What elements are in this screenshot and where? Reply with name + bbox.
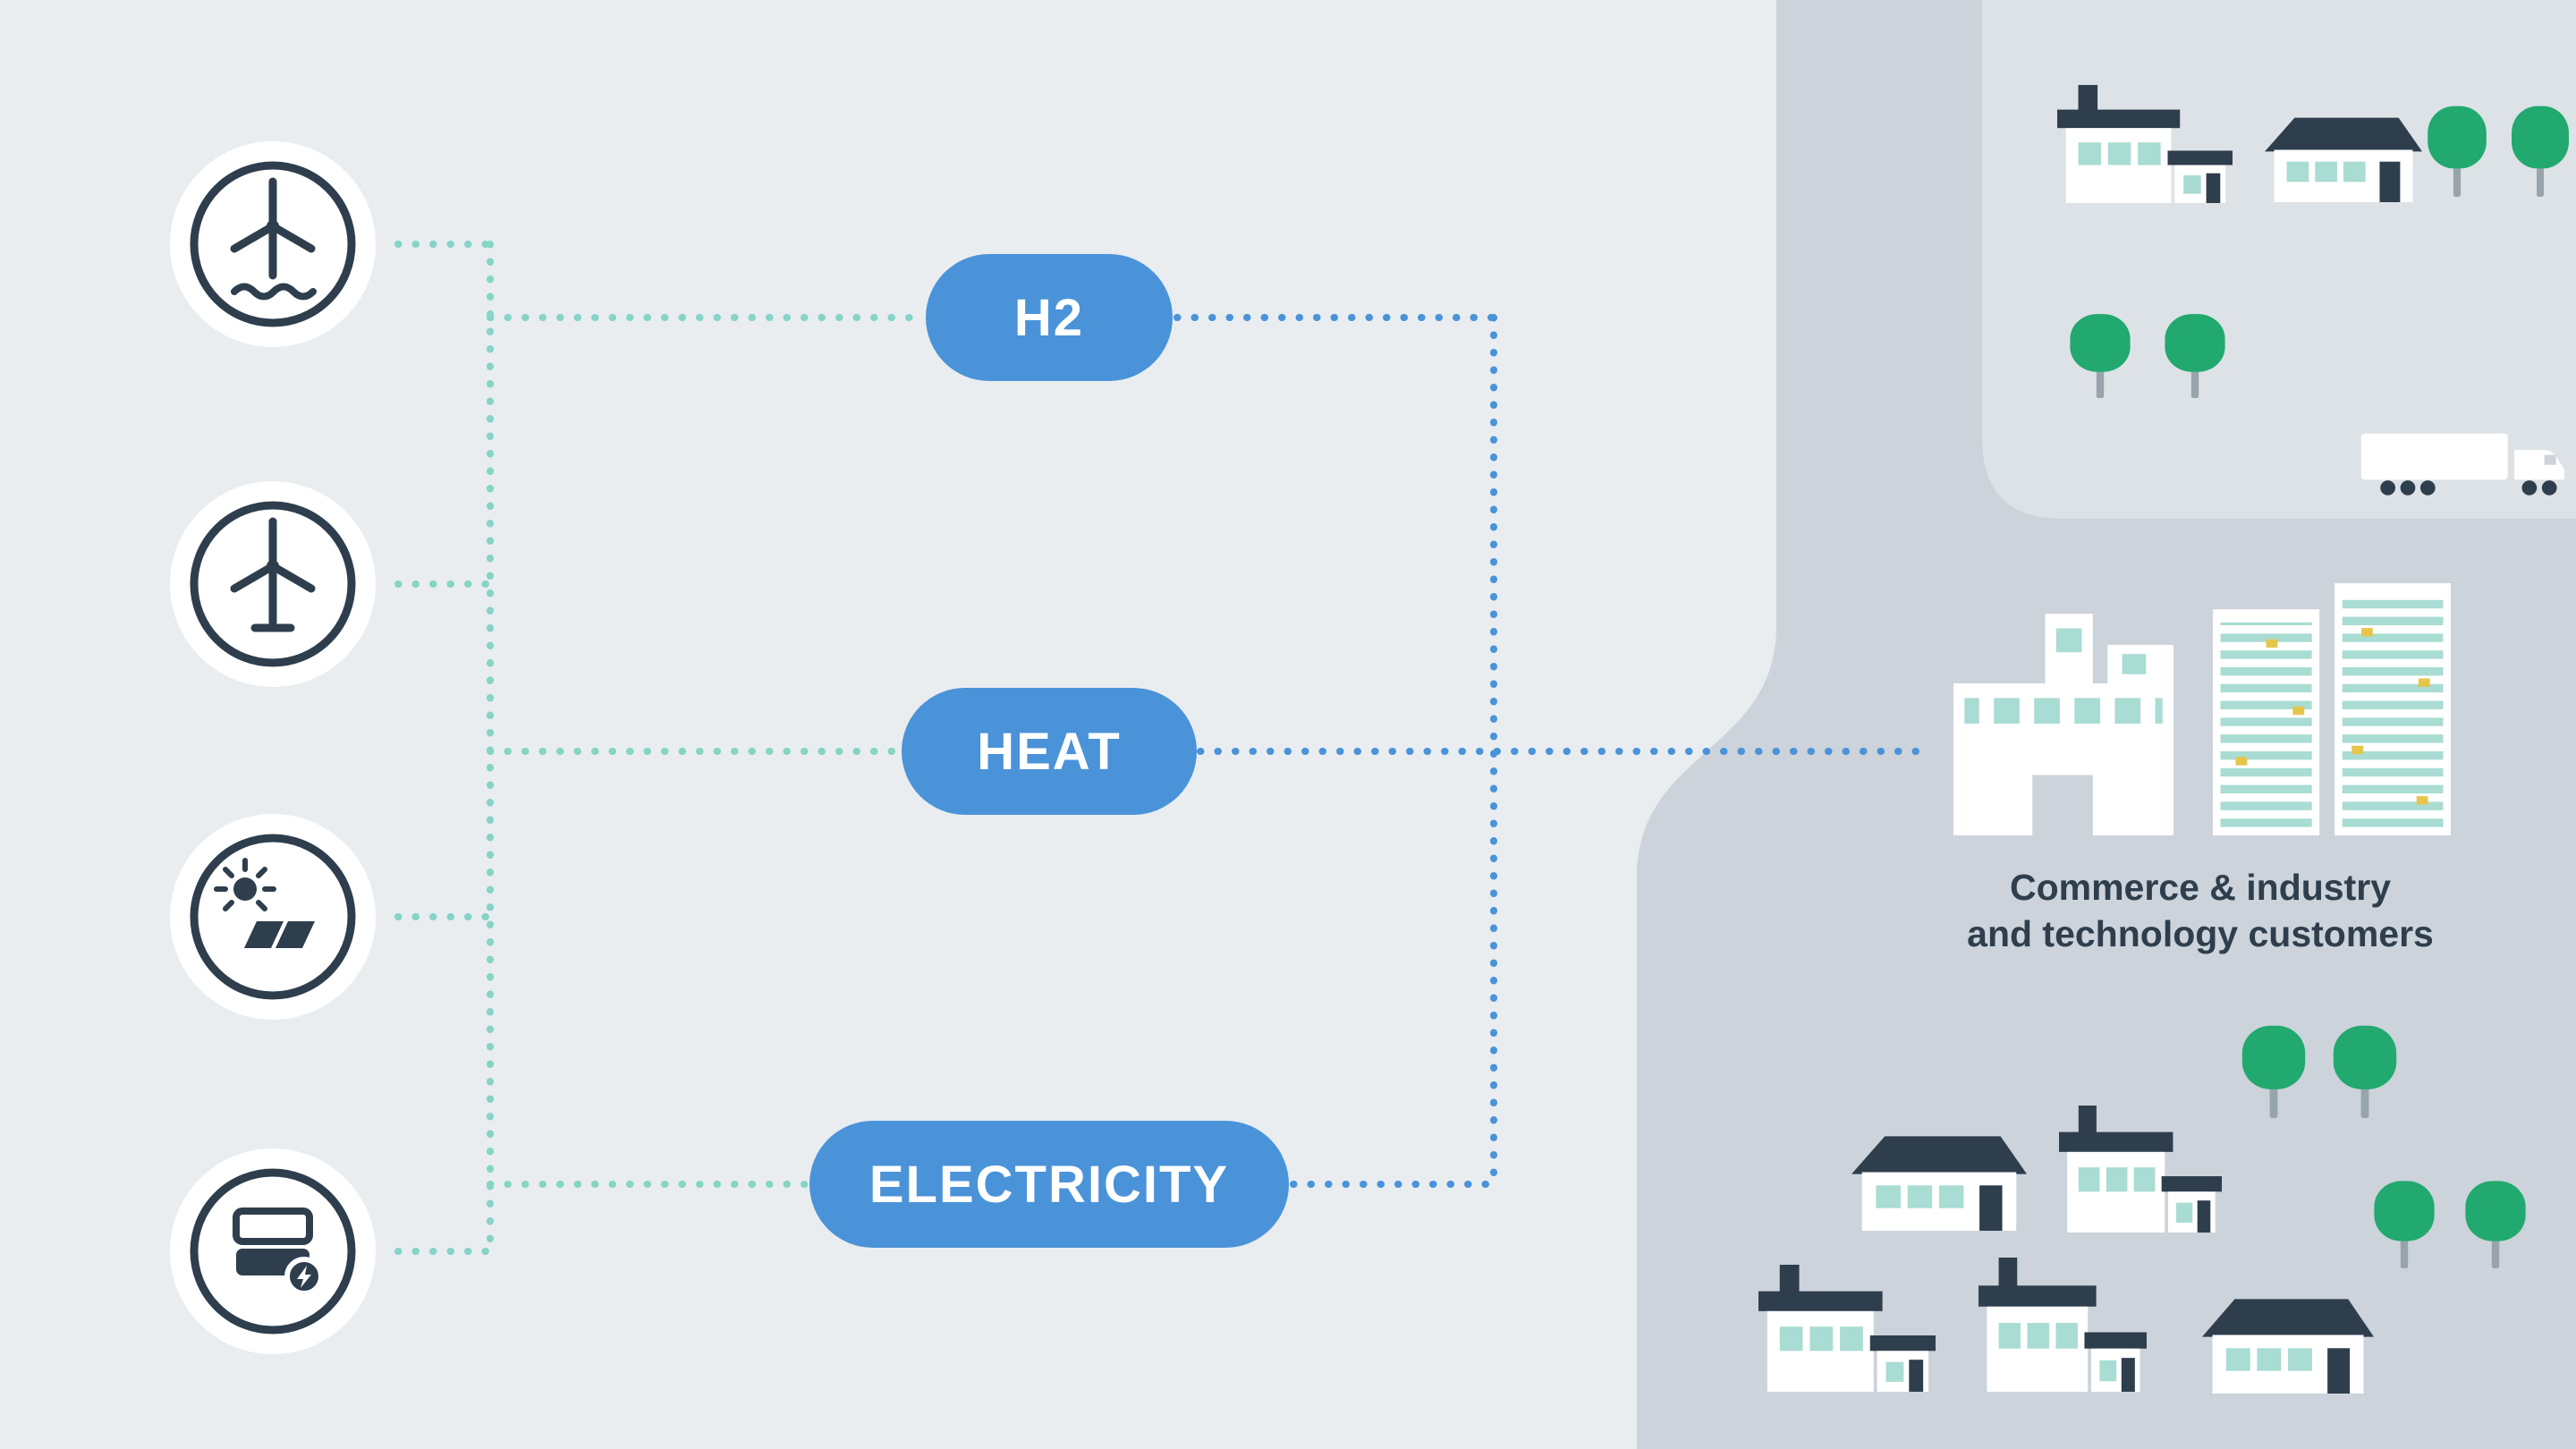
house-icon — [2059, 1106, 2222, 1233]
heat-pill-label: HEAT — [977, 722, 1122, 781]
house-icon — [1758, 1265, 1936, 1392]
solar-panels-icon — [170, 814, 376, 1020]
blue-dotted-connectors — [1174, 314, 1927, 1188]
electricity-pill: ELECTRICITY — [809, 1121, 1289, 1248]
commerce-caption-line1: Commerce & industry — [2009, 867, 2392, 908]
tree-icon — [2512, 106, 2569, 197]
onshore-wind-turbine-icon — [170, 481, 376, 687]
offshore-wind-turbine-icon — [170, 141, 376, 347]
battery-storage-icon — [170, 1148, 376, 1354]
office-towers-icon — [2213, 583, 2451, 835]
house-icon — [1979, 1258, 2147, 1392]
tree-icon — [2428, 106, 2487, 197]
h2-pill: H2 — [926, 254, 1173, 381]
house-icon — [2202, 1299, 2374, 1394]
factory-building-icon — [1953, 614, 2174, 835]
tree-icon — [2374, 1181, 2435, 1268]
tree-icon — [2241, 1025, 2306, 1118]
house-icon — [2265, 117, 2422, 202]
heat-pill: HEAT — [902, 688, 1197, 815]
house-icon — [2057, 85, 2233, 203]
house-icon — [1852, 1136, 2027, 1231]
tree-icon — [2465, 1181, 2526, 1268]
tree-icon — [2165, 314, 2225, 398]
truck-icon — [2360, 433, 2564, 496]
h2-pill-label: H2 — [1013, 288, 1085, 347]
tree-icon — [2070, 314, 2131, 398]
teal-dotted-connectors — [394, 241, 925, 1255]
commerce-caption-line2: and technology customers — [1967, 913, 2434, 955]
commerce-caption: Commerce & industry and technology custo… — [1932, 864, 2469, 958]
electricity-pill-label: ELECTRICITY — [869, 1155, 1230, 1214]
tree-icon — [2333, 1025, 2397, 1118]
